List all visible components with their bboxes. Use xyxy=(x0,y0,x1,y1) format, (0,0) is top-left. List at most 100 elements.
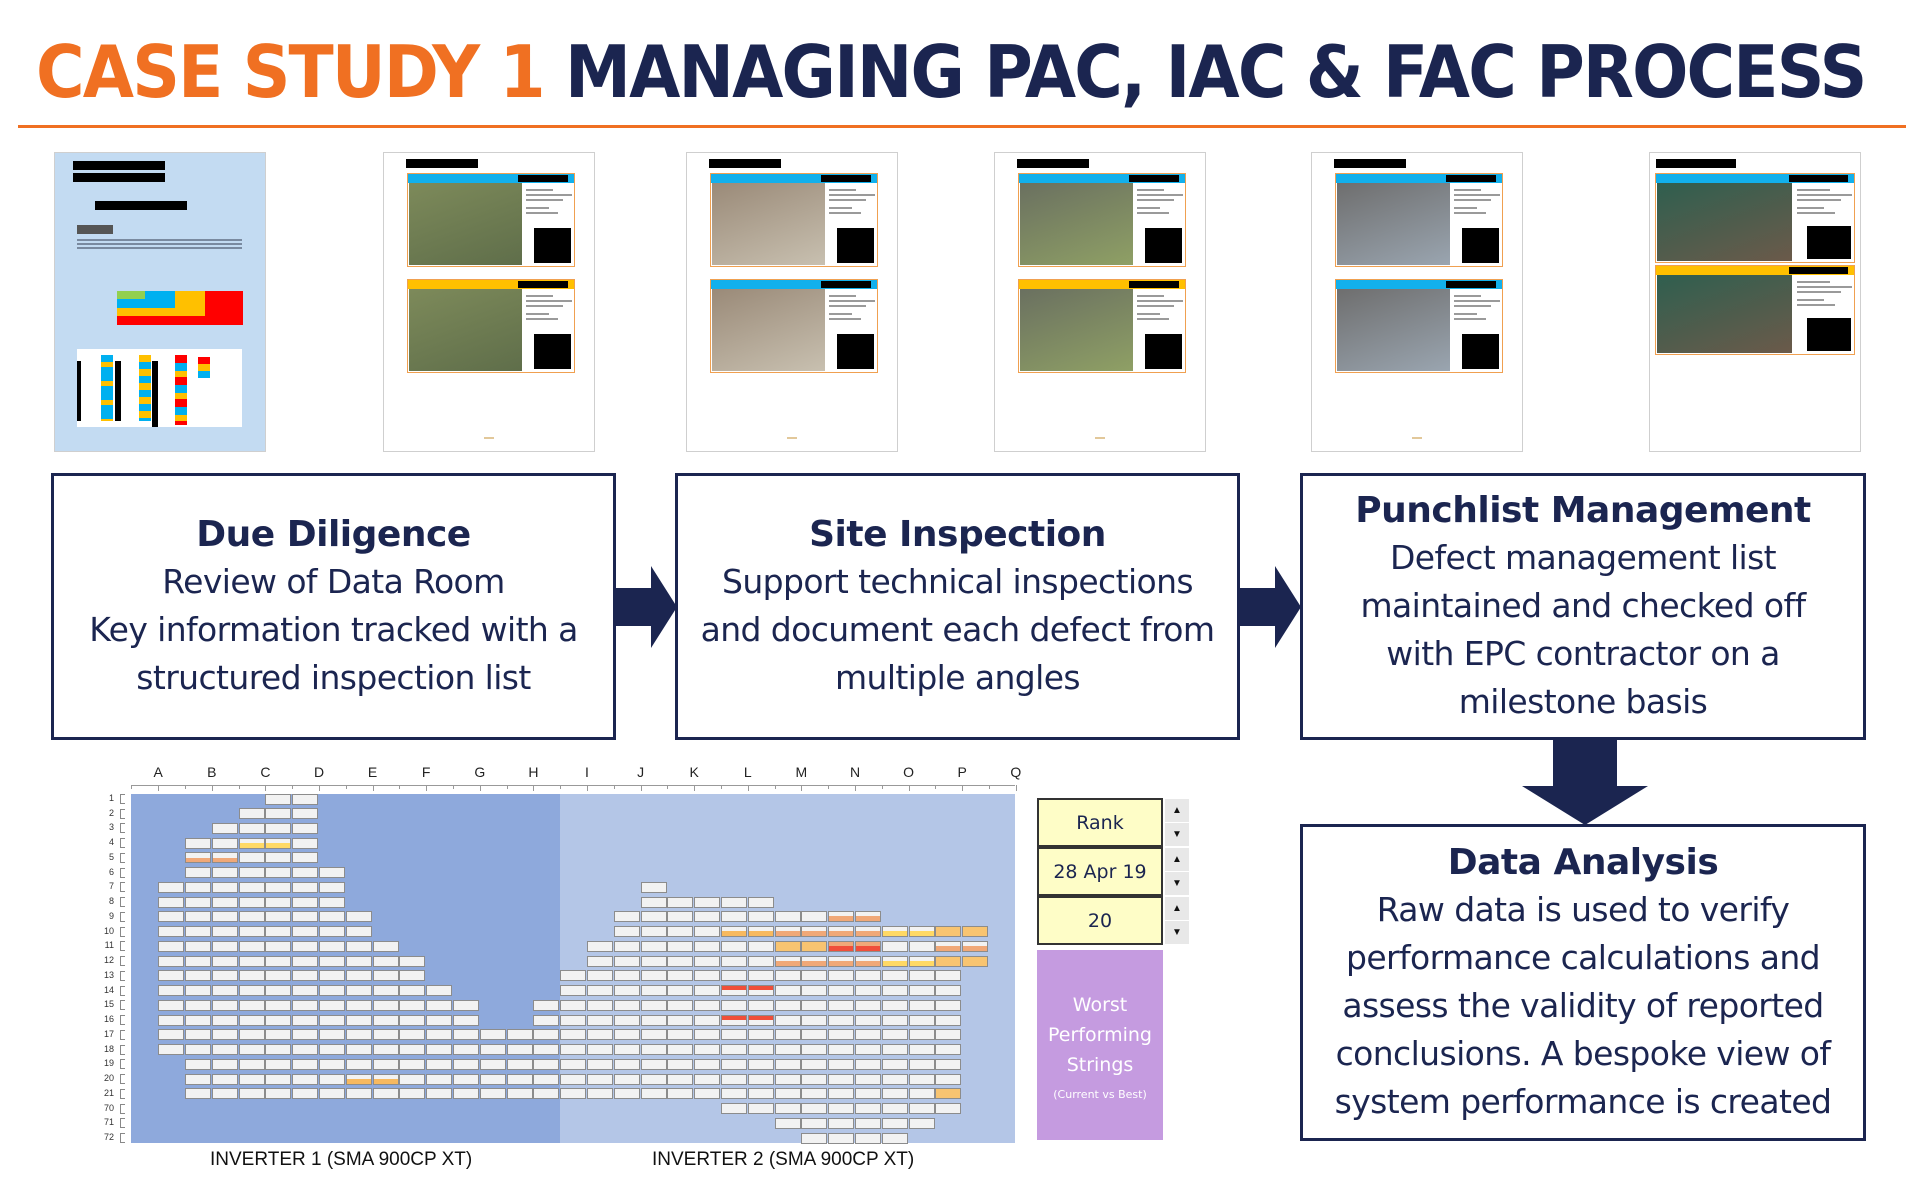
string-cell[interactable] xyxy=(211,1044,238,1056)
string-cell[interactable] xyxy=(774,970,801,982)
string-cell[interactable] xyxy=(560,999,587,1011)
string-cell[interactable] xyxy=(238,940,265,952)
string-cell[interactable] xyxy=(265,911,292,923)
row-group-toggle[interactable] xyxy=(120,838,125,849)
string-cell[interactable] xyxy=(881,1029,908,1041)
string-cell[interactable] xyxy=(935,1029,962,1041)
string-cell[interactable] xyxy=(345,985,372,997)
row-group-toggle[interactable] xyxy=(120,1059,125,1070)
string-cell[interactable] xyxy=(613,970,640,982)
string-cell[interactable] xyxy=(265,1073,292,1085)
string-cell[interactable] xyxy=(801,911,828,923)
string-cell[interactable] xyxy=(345,1044,372,1056)
string-cell[interactable] xyxy=(694,970,721,982)
string-cell[interactable] xyxy=(613,955,640,967)
string-cell[interactable] xyxy=(962,926,989,938)
string-cell[interactable] xyxy=(158,926,185,938)
string-cell[interactable] xyxy=(881,1014,908,1026)
row-group-toggle[interactable] xyxy=(120,897,125,908)
string-cell[interactable] xyxy=(345,911,372,923)
string-cell[interactable] xyxy=(640,1044,667,1056)
string-cell[interactable] xyxy=(694,1088,721,1100)
string-cell[interactable] xyxy=(426,985,453,997)
string-cell[interactable] xyxy=(345,999,372,1011)
string-cell[interactable] xyxy=(935,940,962,952)
string-cell[interactable] xyxy=(721,1029,747,1041)
string-cell[interactable] xyxy=(506,1073,533,1085)
string-cell[interactable] xyxy=(345,1029,372,1041)
string-cell[interactable] xyxy=(587,1073,613,1085)
string-cell[interactable] xyxy=(292,896,319,908)
string-cell[interactable] xyxy=(935,1073,962,1085)
string-cell[interactable] xyxy=(935,970,962,982)
row-group-toggle[interactable] xyxy=(120,867,125,878)
row-group-toggle[interactable] xyxy=(120,1029,125,1040)
string-cell[interactable] xyxy=(640,955,667,967)
date-down-button[interactable]: ▼ xyxy=(1165,872,1189,896)
string-cell[interactable] xyxy=(372,985,399,997)
string-cell[interactable] xyxy=(265,808,292,820)
string-cell[interactable] xyxy=(265,999,292,1011)
string-cell[interactable] xyxy=(238,955,265,967)
string-cell[interactable] xyxy=(185,896,211,908)
string-cell[interactable] xyxy=(479,1073,506,1085)
string-cell[interactable] xyxy=(345,970,372,982)
string-cell[interactable] xyxy=(238,911,265,923)
string-cell[interactable] xyxy=(211,852,238,864)
string-cell[interactable] xyxy=(801,926,828,938)
string-cell[interactable] xyxy=(667,999,694,1011)
string-cell[interactable] xyxy=(747,1103,774,1115)
string-cell[interactable] xyxy=(399,985,426,997)
string-cell[interactable] xyxy=(855,1117,881,1129)
string-cell[interactable] xyxy=(828,1073,855,1085)
string-cell[interactable] xyxy=(158,1029,185,1041)
string-cell[interactable] xyxy=(345,940,372,952)
string-cell[interactable] xyxy=(694,896,721,908)
string-cell[interactable] xyxy=(211,1058,238,1070)
string-cell[interactable] xyxy=(265,955,292,967)
string-cell[interactable] xyxy=(855,1014,881,1026)
string-cell[interactable] xyxy=(747,955,774,967)
string-cell[interactable] xyxy=(774,926,801,938)
string-cell[interactable] xyxy=(453,1073,479,1085)
string-cell[interactable] xyxy=(855,1103,881,1115)
string-cell[interactable] xyxy=(372,940,399,952)
string-cell[interactable] xyxy=(238,970,265,982)
string-cell[interactable] xyxy=(908,999,935,1011)
metric-down-button[interactable]: ▼ xyxy=(1165,823,1189,847)
string-cell[interactable] xyxy=(265,1058,292,1070)
string-cell[interactable] xyxy=(560,1029,587,1041)
string-cell[interactable] xyxy=(238,1014,265,1026)
string-cell[interactable] xyxy=(828,1103,855,1115)
string-cell[interactable] xyxy=(506,1088,533,1100)
string-cell[interactable] xyxy=(721,1044,747,1056)
string-cell[interactable] xyxy=(908,955,935,967)
string-cell[interactable] xyxy=(372,955,399,967)
string-cell[interactable] xyxy=(319,926,345,938)
string-cell[interactable] xyxy=(801,1058,828,1070)
string-cell[interactable] xyxy=(426,1044,453,1056)
string-cell[interactable] xyxy=(319,1088,345,1100)
string-cell[interactable] xyxy=(640,999,667,1011)
string-cell[interactable] xyxy=(881,1058,908,1070)
string-cell[interactable] xyxy=(694,999,721,1011)
string-cell[interactable] xyxy=(881,985,908,997)
string-cell[interactable] xyxy=(855,985,881,997)
string-cell[interactable] xyxy=(292,1058,319,1070)
string-cell[interactable] xyxy=(479,1044,506,1056)
string-cell[interactable] xyxy=(211,955,238,967)
string-cell[interactable] xyxy=(211,822,238,834)
string-cell[interactable] xyxy=(292,940,319,952)
string-cell[interactable] xyxy=(587,1029,613,1041)
string-cell[interactable] xyxy=(238,926,265,938)
string-cell[interactable] xyxy=(828,911,855,923)
string-cell[interactable] xyxy=(238,867,265,879)
string-cell[interactable] xyxy=(158,896,185,908)
string-cell[interactable] xyxy=(640,911,667,923)
string-cell[interactable] xyxy=(613,1029,640,1041)
string-cell[interactable] xyxy=(560,1014,587,1026)
string-cell[interactable] xyxy=(238,1073,265,1085)
string-cell[interactable] xyxy=(185,955,211,967)
string-cell[interactable] xyxy=(747,1073,774,1085)
string-cell[interactable] xyxy=(238,881,265,893)
